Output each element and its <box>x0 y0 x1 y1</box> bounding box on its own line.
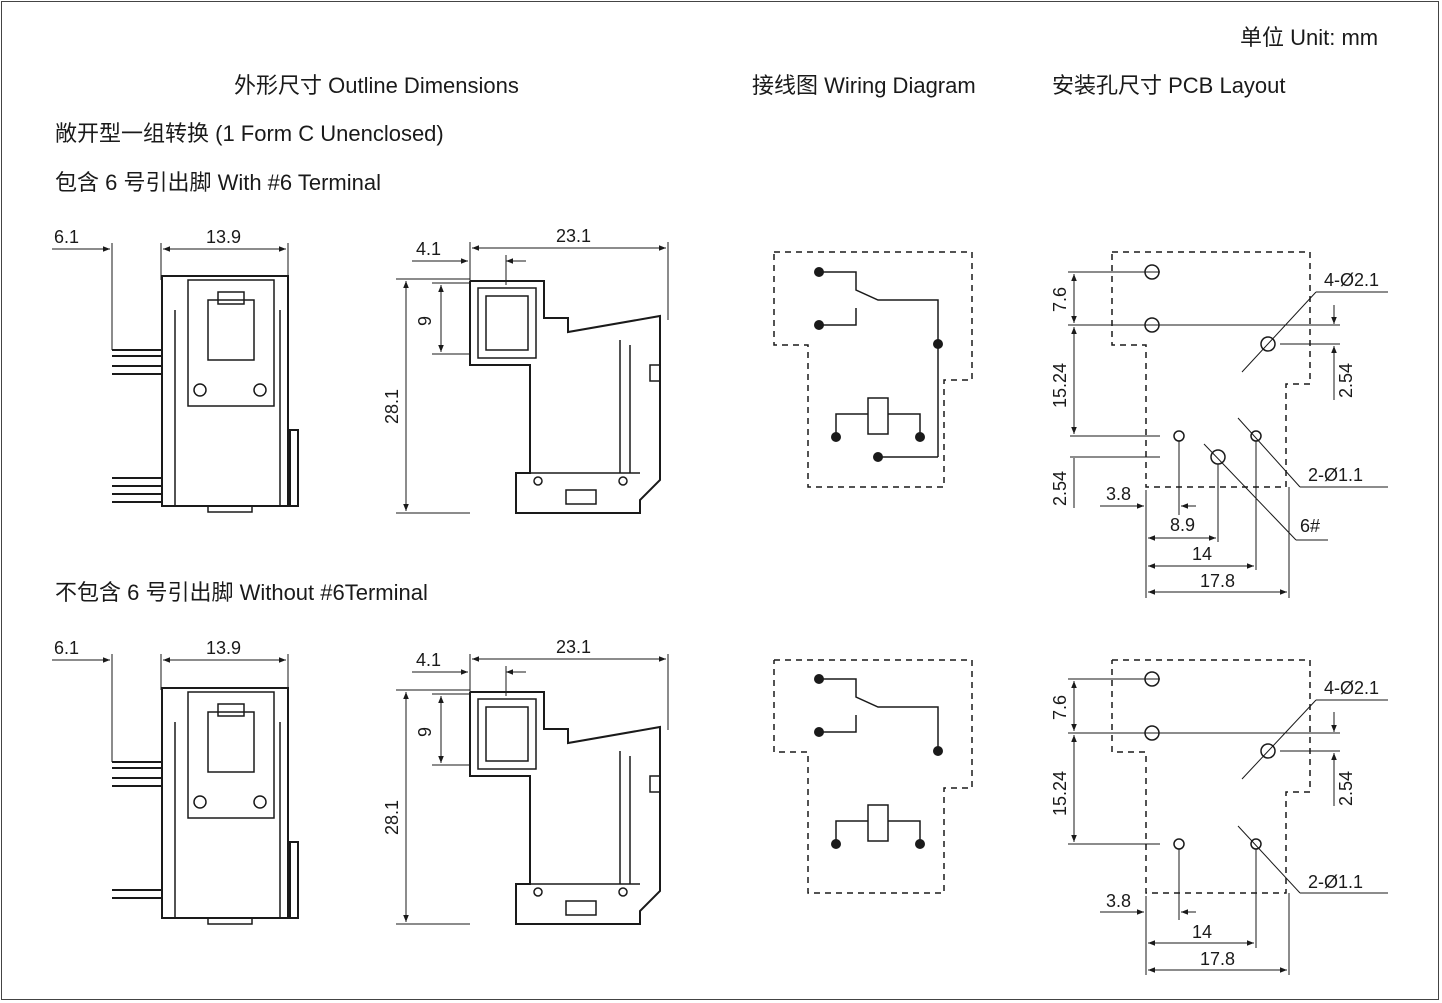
outline-title: 外形尺寸 Outline Dimensions <box>234 73 519 98</box>
type-label: 敞开型一组转换 (1 Form C Unenclosed) <box>55 121 444 146</box>
dim-side-left: 6.1 <box>54 227 79 247</box>
dim-side-width: 13.9 <box>206 227 241 247</box>
dim-pcb-8-9: 8.9 <box>1170 515 1195 535</box>
front-view-with6 <box>396 242 669 514</box>
dim-pcb-2-54-right: 2.54 <box>1336 363 1356 398</box>
wiring-with6-pins <box>814 267 943 462</box>
without6-label: 不包含 6 号引出脚 Without #6Terminal <box>55 580 428 605</box>
unit-label: 单位 Unit: mm <box>1240 25 1379 50</box>
front-view-without6 <box>396 654 669 925</box>
dim-pcb-15-24: 15.24 <box>1050 363 1070 408</box>
wiring-without6 <box>773 659 973 894</box>
dim-pcb-17-8: 17.8 <box>1200 571 1235 591</box>
pcb-without6 <box>1068 659 1388 975</box>
pcb-title: 安装孔尺寸 PCB Layout <box>1052 73 1286 98</box>
pcb-with6 <box>1068 251 1388 598</box>
dim-front-inner-b: 9 <box>415 727 435 737</box>
dim-front-height: 28.1 <box>382 389 402 424</box>
dim-front-width-b: 23.1 <box>556 637 591 657</box>
dim-front-inner: 9 <box>415 316 435 326</box>
dim-pcb-14-b: 14 <box>1192 922 1212 942</box>
side-view-with6 <box>52 243 299 513</box>
dim-side-width-b: 13.9 <box>206 638 241 658</box>
dim-pcb-2-54-left: 2.54 <box>1050 471 1070 506</box>
dim-pcb-pin6: 6# <box>1300 516 1320 536</box>
dim-pcb-7-6: 7.6 <box>1050 287 1070 312</box>
wiring-without6-pins <box>814 674 943 849</box>
dim-pcb-hole-small: 2-Ø1.1 <box>1308 465 1363 485</box>
dim-front-left-b: 4.1 <box>416 650 441 670</box>
dim-pcb-2-54-b: 2.54 <box>1336 771 1356 806</box>
wiring-with6 <box>773 251 973 488</box>
dim-pcb-3-8: 3.8 <box>1106 484 1131 504</box>
dim-pcb-7-6-b: 7.6 <box>1050 695 1070 720</box>
dim-pcb-3-8-b: 3.8 <box>1106 891 1131 911</box>
side-view-without6 <box>52 654 299 925</box>
dim-front-left: 4.1 <box>416 239 441 259</box>
dim-pcb-17-8-b: 17.8 <box>1200 949 1235 969</box>
dim-pcb-15-24-b: 15.24 <box>1050 771 1070 816</box>
dim-pcb-hole-big: 4-Ø2.1 <box>1324 270 1379 290</box>
dim-pcb-hole-big-b: 4-Ø2.1 <box>1324 678 1379 698</box>
dim-pcb-hole-small-b: 2-Ø1.1 <box>1308 872 1363 892</box>
dim-pcb-14: 14 <box>1192 544 1212 564</box>
wiring-title: 接线图 Wiring Diagram <box>752 73 976 98</box>
dim-front-width: 23.1 <box>556 226 591 246</box>
dim-front-height-b: 28.1 <box>382 800 402 835</box>
with6-label: 包含 6 号引出脚 With #6 Terminal <box>55 170 382 195</box>
dim-side-left-b: 6.1 <box>54 638 79 658</box>
